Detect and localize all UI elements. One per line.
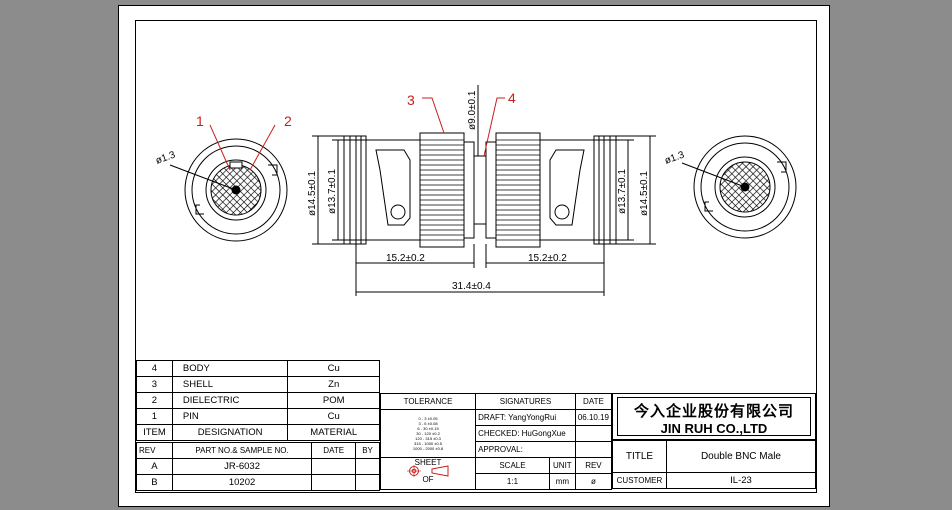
company-block: 今入企业股份有限公司 JIN RUH CO.,LTD — [612, 393, 816, 440]
sheet-label: SHEET — [414, 458, 442, 467]
unit-value: mm — [548, 473, 576, 490]
right-pin-dia-label: ø1.3 — [663, 149, 686, 166]
dim-len-total: 31.4±0.4 — [452, 281, 491, 292]
dim-d90: ø9.0±0.1 — [467, 90, 478, 130]
left-pin-dia-label: ø1.3 — [154, 149, 177, 166]
drawing-frame — [135, 20, 817, 493]
customer-value: IL-23 — [665, 472, 817, 489]
dim-len-right: 15.2±0.2 — [528, 253, 567, 264]
callout-3: 3 — [407, 92, 415, 108]
date-label: DATE — [574, 393, 613, 410]
tolerance-label: TOLERANCE — [379, 393, 477, 410]
right-end-view — [681, 135, 797, 239]
draft-signature: DRAFT: YangYongRui — [475, 409, 576, 426]
left-end-view — [169, 124, 288, 242]
unit-label: UNIT — [548, 457, 576, 474]
title-block-middle: TOLERANCE SIGNATURES DATE 0 - 3 ±0.05 3 … — [379, 393, 613, 490]
callout-1: 1 — [196, 113, 204, 129]
left-knurl — [420, 139, 464, 241]
callout-4: 4 — [508, 90, 516, 106]
callout-2: 2 — [284, 113, 292, 129]
company-logo-box: 今入企业股份有限公司 JIN RUH CO.,LTD — [617, 397, 811, 436]
rev-label: REV — [574, 457, 613, 474]
drawing-title: Double BNC Male — [665, 440, 817, 473]
dim-d137-right: ø13.7±0.1 — [617, 169, 628, 214]
sheet-of: OF — [422, 475, 434, 484]
company-name-chinese: 今入企业股份有限公司 — [633, 402, 794, 420]
tolerance-table: 0 - 3 ±0.05 3 - 6 ±0.08 6 - 30 ±0.15 30 … — [379, 409, 477, 458]
dim-d137-left: ø13.7±0.1 — [327, 169, 338, 214]
scale-value: 1:1 — [475, 473, 550, 490]
company-name-english: JIN RUH CO.,LTD — [660, 421, 768, 436]
side-view — [312, 85, 656, 296]
rev-value: ø — [574, 473, 613, 490]
projection-symbol — [379, 457, 477, 490]
signatures-label: SIGNATURES — [475, 393, 576, 410]
checked-signature: CHECKED: HuGongXue — [475, 425, 576, 442]
dim-d145-right: ø14.5±0.1 — [639, 171, 650, 216]
customer-label: CUSTOMER — [612, 472, 667, 489]
dim-d145-left: ø14.5±0.1 — [307, 171, 318, 216]
scale-label: SCALE — [475, 457, 550, 474]
title-label: TITLE — [612, 440, 667, 473]
draft-date: 06.10.19 — [574, 409, 613, 426]
approval-signature: APPROVAL: — [475, 441, 576, 458]
dim-len-left: 15.2±0.2 — [386, 253, 425, 264]
right-knurl — [496, 139, 540, 241]
third-angle-projection-icon — [407, 465, 449, 477]
